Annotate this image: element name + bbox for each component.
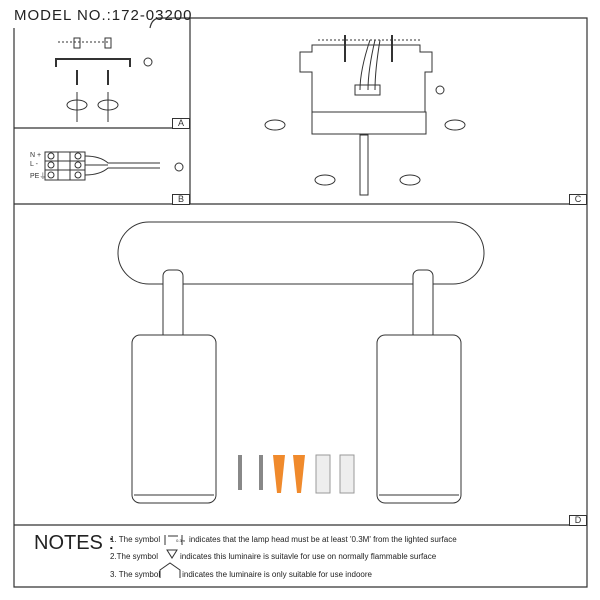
note-3-text: indicates the luminaire is only suitable… <box>182 570 372 579</box>
note-2-prefix: 2.The symbol <box>110 552 159 561</box>
panel-label-d: D <box>569 515 587 526</box>
note-3-prefix: 3. The symbol <box>110 570 161 579</box>
indoor-house-icon <box>159 562 181 578</box>
note-1-symbol: 0.3m <box>176 538 186 543</box>
terminal-label-l: L - <box>30 161 38 168</box>
terminal-block-illustration <box>44 151 184 181</box>
outer-frame <box>13 17 588 588</box>
note-1-text: indicates that the lamp head must be at … <box>189 535 457 544</box>
bracket-mounting-illustration <box>55 37 153 122</box>
note-3: 3. The symbol indicates the luminaire is … <box>110 570 372 579</box>
terminal-label-pe: PE⏚ <box>30 173 47 180</box>
luminaire-illustration <box>117 221 485 504</box>
note-1-prefix: 1. The symbol <box>110 535 161 544</box>
model-number: MODEL NO.:172-03200 <box>14 7 193 24</box>
flammable-surface-icon <box>166 549 178 559</box>
note-2: 2.The symbol indicates this luminaire is … <box>110 552 436 561</box>
note-2-text: indicates this luminaire is suitavle for… <box>180 552 437 561</box>
notes-title: NOTES : <box>34 532 115 554</box>
panel-label-a: A <box>172 118 190 129</box>
terminal-label-n: N + <box>30 152 42 159</box>
panel-label-c: C <box>569 194 587 205</box>
ceiling-mount-illustration <box>264 35 466 196</box>
panel-label-b: B <box>172 194 190 205</box>
accessory-screws-and-anchors <box>238 454 355 494</box>
distance-symbol-icon <box>164 535 183 545</box>
